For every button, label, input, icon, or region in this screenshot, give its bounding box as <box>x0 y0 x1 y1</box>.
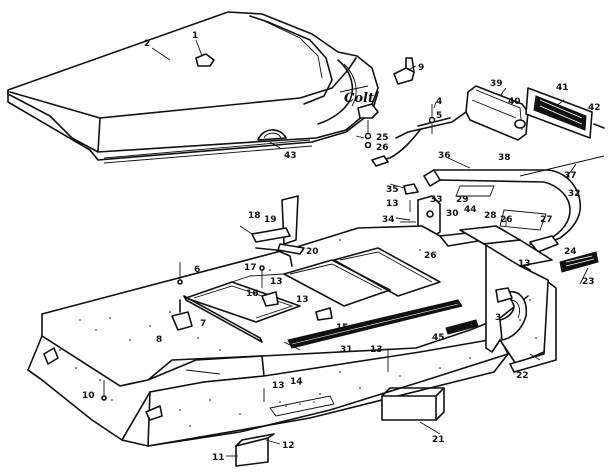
tail-light-assembly <box>371 85 605 177</box>
callout-34: 34 <box>382 215 395 225</box>
callout-24: 24 <box>564 247 577 257</box>
callout-26c: 26 <box>500 215 513 225</box>
callout-19: 19 <box>264 215 277 225</box>
callout-15: 15 <box>336 323 349 333</box>
floor-brackets <box>235 387 445 467</box>
callout-13a: 13 <box>386 199 399 209</box>
callout-7: 7 <box>200 319 206 329</box>
callout-33: 33 <box>430 195 443 205</box>
callout-17: 17 <box>244 263 257 273</box>
callout-41: 41 <box>556 83 569 93</box>
callout-30: 30 <box>446 209 459 219</box>
rear-bumper <box>423 169 599 273</box>
callout-43: 43 <box>284 151 297 161</box>
callout-32: 32 <box>568 189 581 199</box>
callout-16: 16 <box>246 289 259 299</box>
callout-labels: 1 2 3 4 5 6 7 8 9 10 11 12 13 13 13 13 1… <box>82 31 601 463</box>
callout-4: 4 <box>436 97 442 107</box>
callout-25: 25 <box>376 133 389 143</box>
callout-14: 14 <box>290 377 303 387</box>
callout-2: 2 <box>144 39 150 49</box>
callout-29: 29 <box>456 195 469 205</box>
callout-13f: 13 <box>518 259 531 269</box>
callout-38: 38 <box>498 153 511 163</box>
leader-lines <box>151 39 589 457</box>
callout-26a: 26 <box>376 143 389 153</box>
callout-28: 28 <box>484 211 497 221</box>
hook-bracket <box>239 195 305 255</box>
callout-26b: 26 <box>424 251 437 261</box>
callout-13b: 13 <box>270 277 283 287</box>
callout-11: 11 <box>212 453 225 463</box>
callout-39: 39 <box>490 79 503 89</box>
callout-10: 10 <box>82 391 95 401</box>
callout-13c: 13 <box>296 295 309 305</box>
seat-logo: Colt <box>344 91 374 106</box>
tunnel-body <box>27 225 557 447</box>
callout-23: 23 <box>582 277 595 287</box>
callout-21: 21 <box>432 435 445 445</box>
callout-22: 22 <box>516 371 529 381</box>
callout-1: 1 <box>192 31 198 41</box>
callout-6: 6 <box>194 265 200 275</box>
callout-20: 20 <box>306 247 319 257</box>
callout-31: 31 <box>340 345 353 355</box>
callout-37: 37 <box>564 171 577 181</box>
callout-44: 44 <box>464 205 477 215</box>
callout-8: 8 <box>156 335 162 345</box>
deck-brackets <box>171 287 513 331</box>
callout-3: 3 <box>495 313 501 323</box>
callout-13d: 13 <box>370 345 383 355</box>
callout-9: 9 <box>418 63 424 73</box>
callout-36: 36 <box>438 151 451 161</box>
callout-35: 35 <box>386 185 399 195</box>
fasteners <box>101 218 507 402</box>
callout-42: 42 <box>588 103 601 113</box>
seat-cushion: Colt <box>7 11 379 164</box>
callout-45: 45 <box>432 333 445 343</box>
callout-27: 27 <box>540 215 553 225</box>
seat-hardware <box>357 57 415 149</box>
callout-40: 40 <box>508 97 521 107</box>
callout-13e: 13 <box>272 381 285 391</box>
callout-18: 18 <box>248 211 261 221</box>
callout-5: 5 <box>436 111 442 121</box>
callout-12: 12 <box>282 441 295 451</box>
